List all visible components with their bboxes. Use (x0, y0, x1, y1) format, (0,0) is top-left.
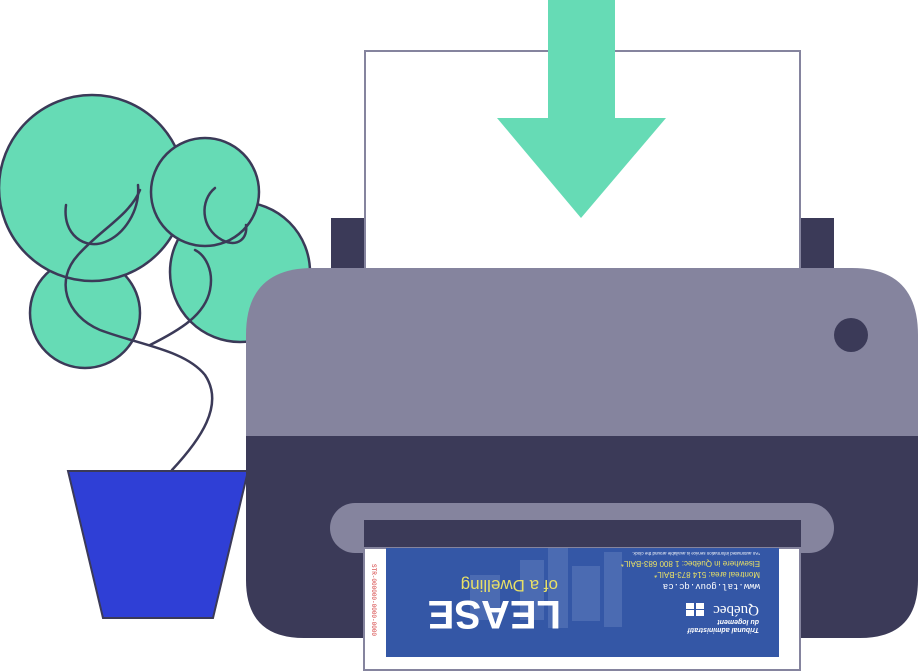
lease-org-line2: du logement (717, 618, 759, 625)
stem-curl-left (64, 183, 140, 246)
leaf-top-right (149, 136, 261, 248)
lease-cover-buildings (470, 548, 622, 628)
flower-pot (66, 470, 250, 619)
lease-serial: STR-000000-0000-0000 (370, 564, 377, 636)
stem-branch (148, 248, 213, 347)
printer: LEASE of a Dwelling STR-000000-0000-0000… (246, 0, 918, 671)
lease-subtitle: of a Dwelling (461, 576, 558, 595)
output-paper: LEASE of a Dwelling STR-000000-0000-0000… (363, 547, 801, 671)
lease-note: *An automated information service is ava… (632, 551, 760, 556)
stem-main (64, 188, 214, 472)
lease-title: LEASE (428, 592, 561, 636)
lease-montreal: Montreal area: 514 873-BAIL* (654, 570, 760, 579)
down-arrow-icon (497, 0, 666, 218)
lease-cover (386, 548, 779, 657)
quebec-flag-icon (686, 603, 704, 616)
slot-opening (364, 520, 801, 550)
power-button-icon[interactable] (834, 318, 868, 352)
lease-org-line1: Tribunal administratif (687, 626, 759, 633)
printer-top-body (246, 268, 918, 436)
stem-curl-right (203, 186, 248, 245)
lease-brand: Québec (713, 602, 759, 618)
lease-url: www.tal.gouv.qc.ca (662, 581, 760, 591)
plant (0, 93, 312, 619)
lease-elsewhere: Elsewhere in Québec: 1 800 683-BAIL* (621, 559, 760, 568)
